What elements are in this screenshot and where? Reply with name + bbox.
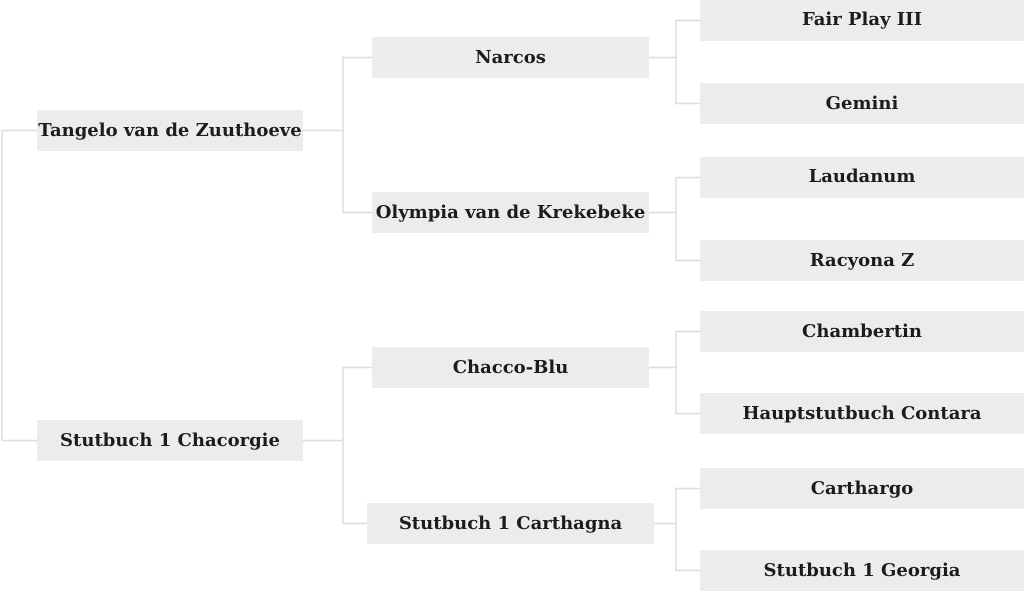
- pedigree-node-dam: Stutbuch 1 Chacorgie: [37, 420, 303, 461]
- pedigree-node-sire: Tangelo van de Zuuthoeve: [37, 110, 303, 151]
- connector-root: [1, 129, 37, 442]
- pedigree-node-dam-dam: Stutbuch 1 Carthagna: [367, 503, 654, 544]
- connector-chacco-blu: [649, 330, 700, 415]
- connector-olympia: [649, 176, 700, 262]
- horse-name: Gemini: [825, 92, 899, 114]
- pedigree-node-sire-dam-dam: Racyona Z: [700, 240, 1024, 281]
- horse-name: Chambertin: [802, 320, 922, 342]
- pedigree-node-dam-dam-sire: Carthargo: [700, 468, 1024, 509]
- horse-name: Stutbuch 1 Carthagna: [398, 512, 623, 534]
- horse-name: Fair Play III: [801, 8, 923, 30]
- connector-narcos: [649, 19, 700, 105]
- pedigree-node-dam-sire-dam: Hauptstutbuch Contara: [700, 393, 1024, 434]
- pedigree-node-dam-sire: Chacco-Blu: [372, 347, 649, 388]
- horse-name: Tangelo van de Zuuthoeve: [38, 119, 302, 141]
- pedigree-node-sire-dam-sire: Laudanum: [700, 157, 1024, 198]
- horse-name: Hauptstutbuch Contara: [742, 402, 982, 424]
- pedigree-node-sire-sire: Narcos: [372, 37, 649, 78]
- pedigree-node-sire-sire-sire: Fair Play III: [700, 0, 1024, 41]
- horse-name: Stutbuch 1 Chacorgie: [60, 429, 280, 451]
- connector-dam: [303, 366, 372, 525]
- horse-name: Racyona Z: [809, 249, 915, 271]
- horse-name: Carthargo: [810, 477, 914, 499]
- pedigree-node-dam-dam-dam: Stutbuch 1 Georgia: [700, 550, 1024, 591]
- horse-name: Laudanum: [808, 165, 916, 187]
- horse-name: Stutbuch 1 Georgia: [763, 559, 961, 581]
- pedigree-node-sire-dam: Olympia van de Krekebeke: [372, 192, 649, 233]
- connector-carthagna: [654, 487, 700, 572]
- pedigree-node-sire-sire-dam: Gemini: [700, 83, 1024, 124]
- horse-name: Olympia van de Krekebeke: [375, 201, 646, 223]
- pedigree-node-dam-sire-sire: Chambertin: [700, 311, 1024, 352]
- connector-sire: [303, 56, 372, 214]
- horse-name: Chacco-Blu: [452, 356, 569, 378]
- horse-name: Narcos: [475, 46, 546, 68]
